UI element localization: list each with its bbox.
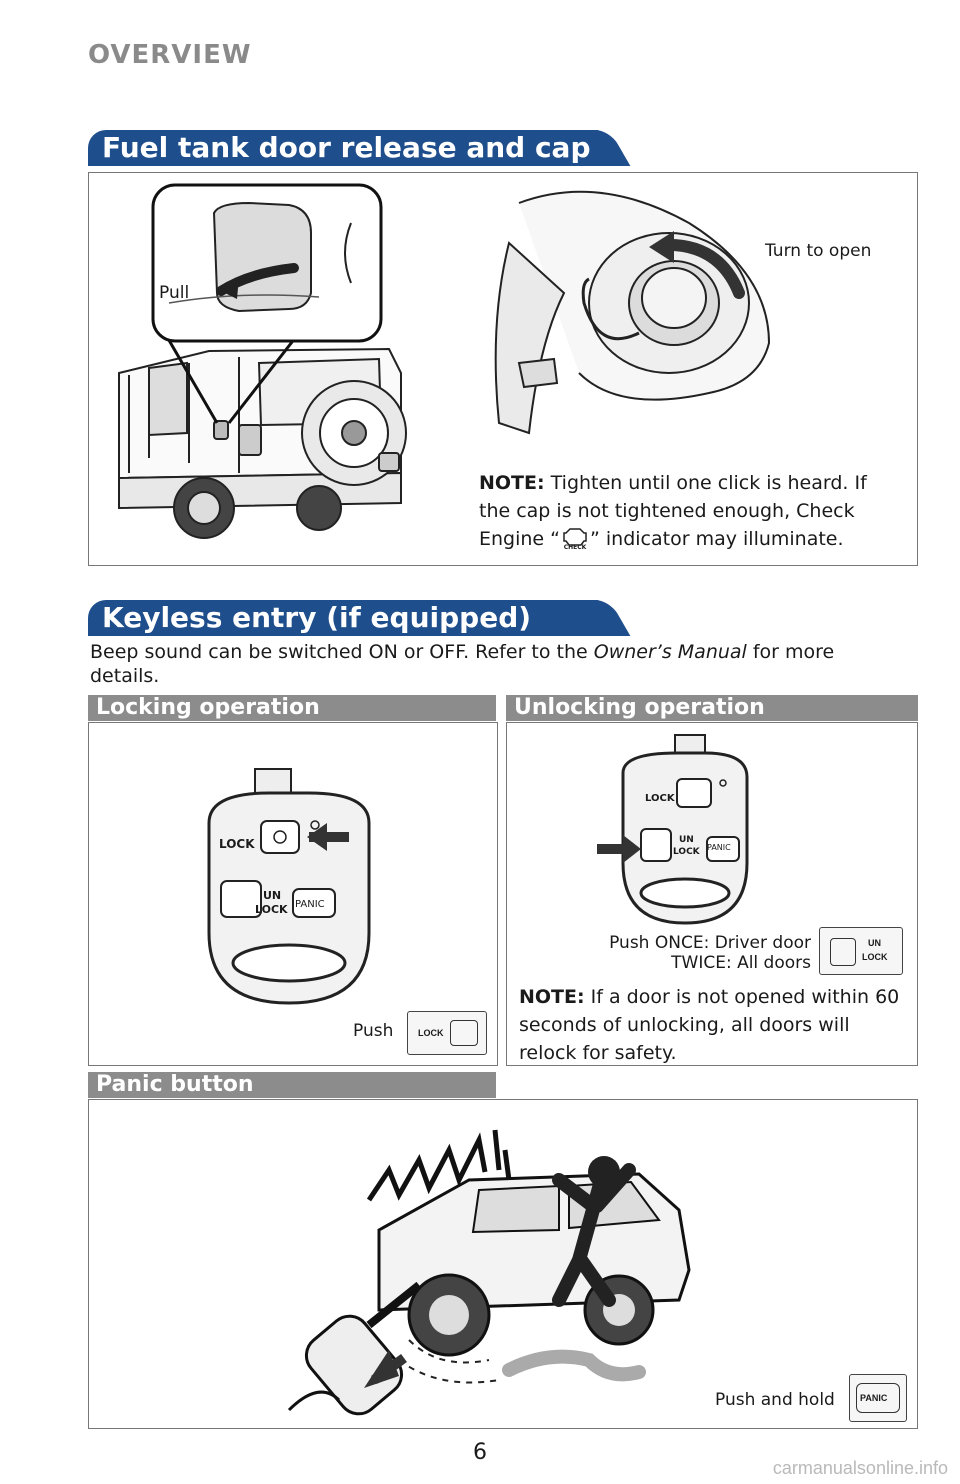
fob2-unlock-text: LOCK [673,847,700,857]
page-number: 6 [473,1440,487,1465]
check-engine-icon: CHECK [560,527,590,553]
fuel-note-text-1: Tighten until one click is heard. If the… [479,472,867,550]
unlock-icon-un: UN [868,938,881,948]
unlocking-box: LOCK UN LOCK PANIC Push ONCE: Driver doo… [506,722,918,1066]
push-and-hold-label: Push and hold [715,1390,835,1410]
panic-icon-label: PANIC [860,1393,888,1403]
fuel-note: NOTE: Tighten until one click is heard. … [479,469,899,553]
push-once-text: Push ONCE: Driver door [609,933,811,953]
fob-panic-text: PANIC [295,899,325,910]
panic-box: Push and hold PANIC [88,1099,918,1429]
fob2-panic-text: PANIC [707,843,731,852]
vehicle-rear-illustration [118,183,407,539]
owners-manual-ref: Owner’s Manual [593,641,747,663]
lock-button-icon-label: LOCK [418,1028,444,1038]
unlock-note-label: NOTE: [519,986,585,1008]
unlock-note: NOTE: If a door is not opened within 60 … [519,983,909,1067]
keyless-intro-text-2: for more details. [90,641,835,687]
lock-push-label: Push [353,1021,394,1041]
pull-label: Pull [159,283,190,303]
panic-alarm-illustration [287,1129,691,1416]
unlock-push-info: Push ONCE: Driver door TWICE: All doors [605,933,811,973]
turn-to-open-label: Turn to open [765,241,872,261]
fuel-section-box: Pull Turn to open NOTE: Tighten until on… [88,172,918,566]
unlock-icon-lock: LOCK [862,952,888,962]
watermark: carmanualsonline.info [772,1458,948,1478]
fob-lock-text: LOCK [219,837,255,851]
panic-button-icon: PANIC [849,1374,907,1422]
twice-text: TWICE: All doors [671,953,811,973]
fob-un-text: UN [263,889,282,902]
unlock-note-text: If a door is not opened within 60 second… [519,986,900,1064]
locking-box: LOCK UN LOCK PANIC Push LOCK [88,722,498,1066]
check-engine-icon-label: CHECK [563,543,587,551]
key-fob-unlock-illustration [597,734,749,925]
fuel-cap-illustration [494,190,771,435]
fob2-lock-text: LOCK [645,793,675,804]
locking-title: Locking operation [88,695,496,721]
fuel-note-label: NOTE: [479,472,545,494]
fuel-note-text-2: ” indicator may illuminate. [590,528,844,550]
panic-title: Panic button [88,1072,496,1098]
section-title: OVERVIEW [88,40,252,70]
fob-unlock-text: LOCK [255,903,288,916]
key-fob-lock-illustration [207,768,371,1005]
fuel-section-title: Fuel tank door release and cap [88,130,598,166]
lock-button-icon: LOCK [407,1011,487,1055]
unlocking-title: Unlocking operation [506,695,918,721]
keyless-section-title: Keyless entry (if equipped) [88,600,598,636]
keyless-intro: Beep sound can be switched ON or OFF. Re… [90,640,900,688]
keyless-intro-text-1: Beep sound can be switched ON or OFF. Re… [90,641,594,663]
unlock-button-icon: UN LOCK [819,927,903,975]
fob2-un-text: UN [679,835,694,845]
